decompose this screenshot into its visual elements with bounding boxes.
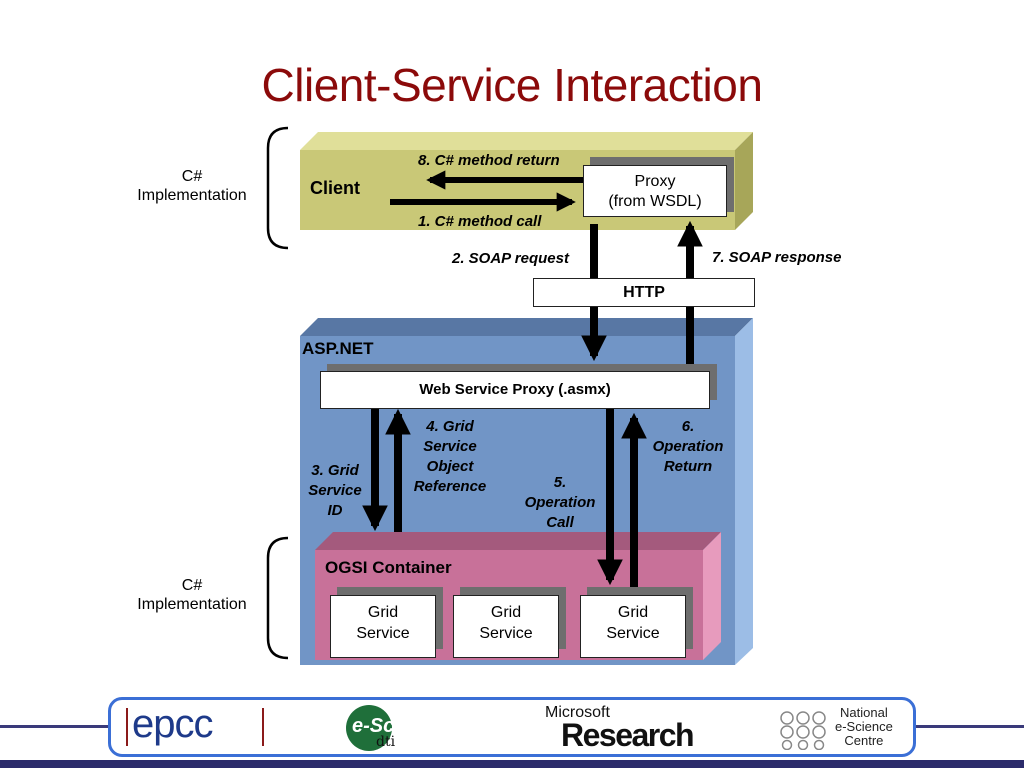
epcc-logo: epcc: [126, 702, 266, 748]
operation-return-label: 6. Operation Return: [652, 418, 724, 475]
logo-bar: epcc e-Science dti Microsoft Research Na…: [108, 697, 916, 757]
epcc-logo-text: epcc: [132, 702, 213, 746]
footer-line-left: [0, 725, 110, 728]
microsoft-logo-text: Microsoft: [545, 704, 610, 721]
microsoft-research-logo: Microsoft Research: [545, 704, 745, 754]
footer-line-right: [914, 725, 1024, 728]
nesc-circles-icon: [780, 711, 826, 750]
grid-service-1: Grid Service: [330, 595, 436, 658]
grid-service-ref-label: 4. Grid Service Object Reference: [413, 418, 487, 495]
bottom-brace: [266, 536, 289, 660]
method-return-label: 8. C# method return: [418, 152, 560, 169]
nesc-logo-text: National e-Science Centre: [835, 705, 893, 748]
bottom-implementation-label: C# Implementation: [137, 577, 247, 613]
grid-service-3: Grid Service: [580, 595, 686, 658]
grid-service-2: Grid Service: [453, 595, 559, 658]
web-service-proxy-box: Web Service Proxy (.asmx): [320, 371, 710, 409]
dti-logo-text: dti: [376, 734, 396, 750]
soap-response-label: 7. SOAP response: [712, 249, 842, 266]
e-science-dti-logo: e-Science dti: [346, 703, 466, 753]
soap-request-label: 2. SOAP request: [452, 250, 569, 267]
client-label: Client: [310, 178, 361, 198]
method-call-label: 1. C# method call: [418, 213, 542, 230]
research-logo-text: Research: [561, 717, 695, 753]
grid-service-id-label: 3. Grid Service ID: [308, 462, 362, 519]
e-science-logo-text: e-Science: [352, 715, 446, 737]
nesc-logo: National e-Science Centre: [779, 704, 909, 754]
proxy-box: Proxy (from WSDL): [583, 165, 727, 217]
http-box: HTTP: [533, 278, 755, 307]
page-title: Client-Service Interaction: [261, 59, 763, 111]
aspnet-label: ASP.NET: [302, 339, 374, 358]
operation-call-label: 5. Operation Call: [524, 474, 596, 531]
footer-bottom-bar: [0, 760, 1024, 768]
ogsi-container-label: OGSI Container: [325, 558, 452, 577]
top-brace: [266, 126, 289, 250]
top-implementation-label: C# Implementation: [137, 168, 247, 204]
